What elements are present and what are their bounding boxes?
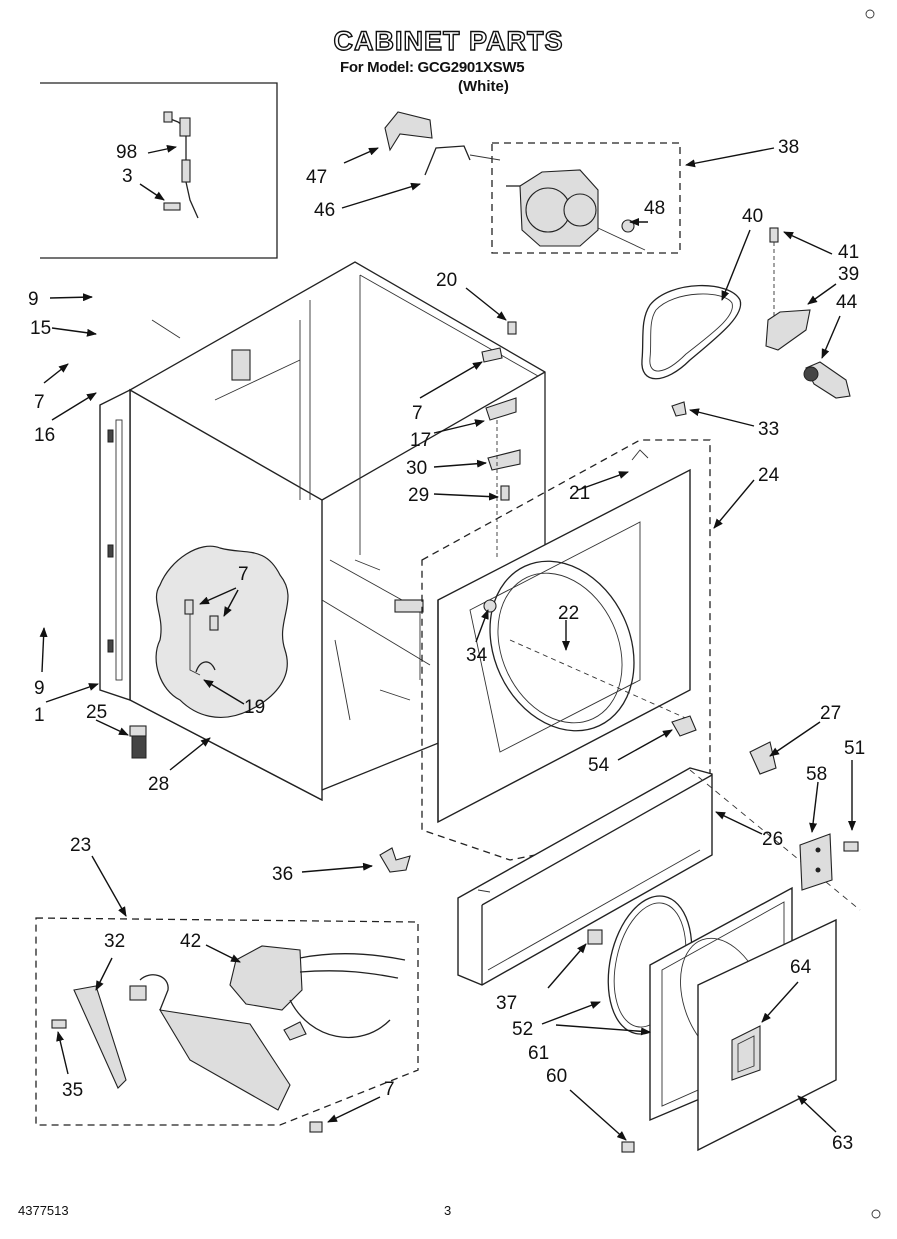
callout-22: 22: [558, 603, 580, 624]
callout-47: 47: [306, 167, 328, 188]
model-color: (White): [458, 78, 509, 95]
callout-41: 41: [838, 242, 860, 263]
cutaway-region: [155, 545, 289, 718]
callout-3: 3: [122, 166, 133, 187]
door-switch-assembly-box: [35, 917, 419, 1126]
callout-46: 46: [314, 200, 336, 221]
callout-leader-lines: [39, 144, 856, 1141]
callout-52: 52: [512, 1019, 534, 1040]
callout-26: 26: [762, 829, 784, 850]
callout-60: 60: [546, 1066, 568, 1087]
callout-64: 64: [790, 957, 812, 978]
door-catch-clip: [379, 847, 411, 873]
door-switch-assembly: [51, 945, 406, 1133]
callout-54: 54: [588, 755, 610, 776]
callout-16: 16: [34, 425, 56, 446]
callout-33: 33: [758, 419, 780, 440]
callout-35: 35: [62, 1080, 84, 1101]
callout-7: 7: [384, 1079, 395, 1100]
motor-assembly-box: [491, 142, 681, 254]
cabinet-side-panel: [99, 388, 131, 701]
callout-29: 29: [408, 485, 430, 506]
toe-panel: [457, 767, 861, 986]
front-brackets-and-screws: [481, 321, 777, 775]
callout-63: 63: [832, 1133, 854, 1154]
callout-9: 9: [28, 289, 39, 310]
page-number: 3: [444, 1203, 452, 1218]
motor-mount-brackets: [384, 111, 501, 176]
callout-17: 17: [410, 430, 432, 451]
idler-pulley-assembly: [765, 227, 851, 399]
callout-27: 27: [820, 703, 842, 724]
callout-44: 44: [836, 292, 858, 313]
leveling-leg: [129, 725, 147, 759]
registration-mark: [865, 9, 875, 19]
model-number: For Model: GCG2901XSW5: [340, 59, 525, 76]
callout-25: 25: [86, 702, 108, 723]
door-assembly: [587, 886, 837, 1153]
callout-36: 36: [272, 864, 294, 885]
callout-7: 7: [238, 564, 249, 585]
callout-24: 24: [758, 465, 780, 486]
document-number: 4377513: [18, 1203, 69, 1218]
callout-20: 20: [436, 270, 458, 291]
page-title: CABINET PARTS: [333, 25, 564, 56]
callout-9: 9: [34, 678, 45, 699]
callout-38: 38: [778, 137, 800, 158]
callout-98: 98: [116, 142, 138, 163]
callout-7: 7: [412, 403, 423, 424]
callout-28: 28: [148, 774, 170, 795]
power-cord-inset: [163, 111, 199, 219]
inset-frame: [40, 82, 278, 259]
callout-42: 42: [180, 931, 202, 952]
callout-23: 23: [70, 835, 92, 856]
callout-32: 32: [104, 931, 126, 952]
callout-19: 19: [244, 697, 266, 718]
callout-1: 1: [34, 705, 45, 726]
cutaway-hardware: [184, 599, 219, 676]
callout-39: 39: [838, 264, 860, 285]
callout-21: 21: [569, 483, 591, 504]
drive-belt: [641, 284, 742, 380]
callout-58: 58: [806, 764, 828, 785]
callout-15: 15: [30, 318, 52, 339]
callout-37: 37: [496, 993, 518, 1014]
callout-34: 34: [466, 645, 488, 666]
callout-7: 7: [34, 392, 45, 413]
callout-51: 51: [844, 738, 866, 759]
door-hinge: [799, 833, 859, 891]
dryer-front-panel: [437, 449, 697, 824]
callout-40: 40: [742, 206, 764, 227]
registration-mark: [871, 1209, 881, 1219]
drive-motor: [506, 169, 646, 251]
callout-48: 48: [644, 198, 666, 219]
callout-30: 30: [406, 458, 428, 479]
callout-61: 61: [528, 1043, 550, 1064]
